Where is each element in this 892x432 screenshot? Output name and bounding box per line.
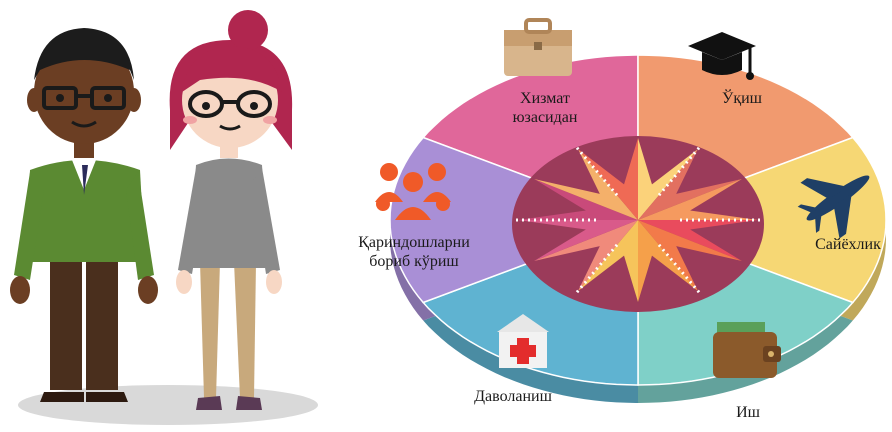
center-facet bbox=[578, 220, 638, 302]
woman-figure bbox=[169, 10, 293, 410]
segment-label-treatment: Даволаниш bbox=[474, 388, 552, 405]
segment-label-line: Хизмат bbox=[520, 90, 570, 107]
man-glasses bbox=[42, 86, 126, 110]
center-facet bbox=[638, 138, 698, 220]
dotted-connector bbox=[657, 146, 701, 197]
segment-label-relatives: Қариндошларни бориб кўриш bbox=[358, 234, 470, 270]
segment-label-line: Сайёхлик bbox=[815, 236, 881, 253]
graduation-cap-icon bbox=[688, 32, 756, 80]
segment-label-work: Иш bbox=[736, 404, 761, 421]
center-facet bbox=[534, 148, 638, 220]
segment-label-service: Хизмат юзасидан bbox=[513, 90, 578, 126]
dotted-connector bbox=[575, 146, 619, 197]
dotted-connector bbox=[657, 243, 701, 294]
center-facet bbox=[638, 148, 742, 220]
center-facet bbox=[518, 179, 638, 220]
segment-label-line: Ўқиш bbox=[722, 88, 763, 107]
man-head bbox=[34, 40, 134, 144]
segment-label-travel: Сайёхлик bbox=[815, 236, 881, 253]
center-facet bbox=[638, 220, 758, 261]
segment-label-line: Даволаниш bbox=[474, 388, 552, 405]
woman-glasses bbox=[188, 90, 272, 118]
wallet-icon bbox=[713, 322, 781, 378]
segment-label-study: Ўқиш bbox=[722, 88, 763, 107]
briefcase-icon bbox=[504, 18, 572, 76]
segment-label-line: юзасидан bbox=[513, 109, 578, 126]
dotted-connector bbox=[575, 243, 619, 294]
ground-shadow bbox=[18, 385, 318, 425]
segment-label-line: Иш bbox=[736, 404, 761, 421]
center-facet bbox=[518, 220, 638, 261]
airplane-icon bbox=[797, 175, 870, 239]
couple-illustration bbox=[10, 10, 318, 425]
hospital-icon bbox=[497, 314, 549, 368]
segment-label-line: бориб кўриш bbox=[369, 253, 459, 270]
center-facet bbox=[638, 179, 758, 220]
center-facet bbox=[638, 220, 698, 302]
people-group-icon bbox=[375, 163, 451, 220]
man-figure bbox=[10, 28, 158, 402]
segment-label-line: Қариндошларни bbox=[358, 234, 470, 251]
center-facet bbox=[534, 220, 638, 292]
center-facet bbox=[578, 138, 638, 220]
center-facet bbox=[638, 220, 742, 292]
